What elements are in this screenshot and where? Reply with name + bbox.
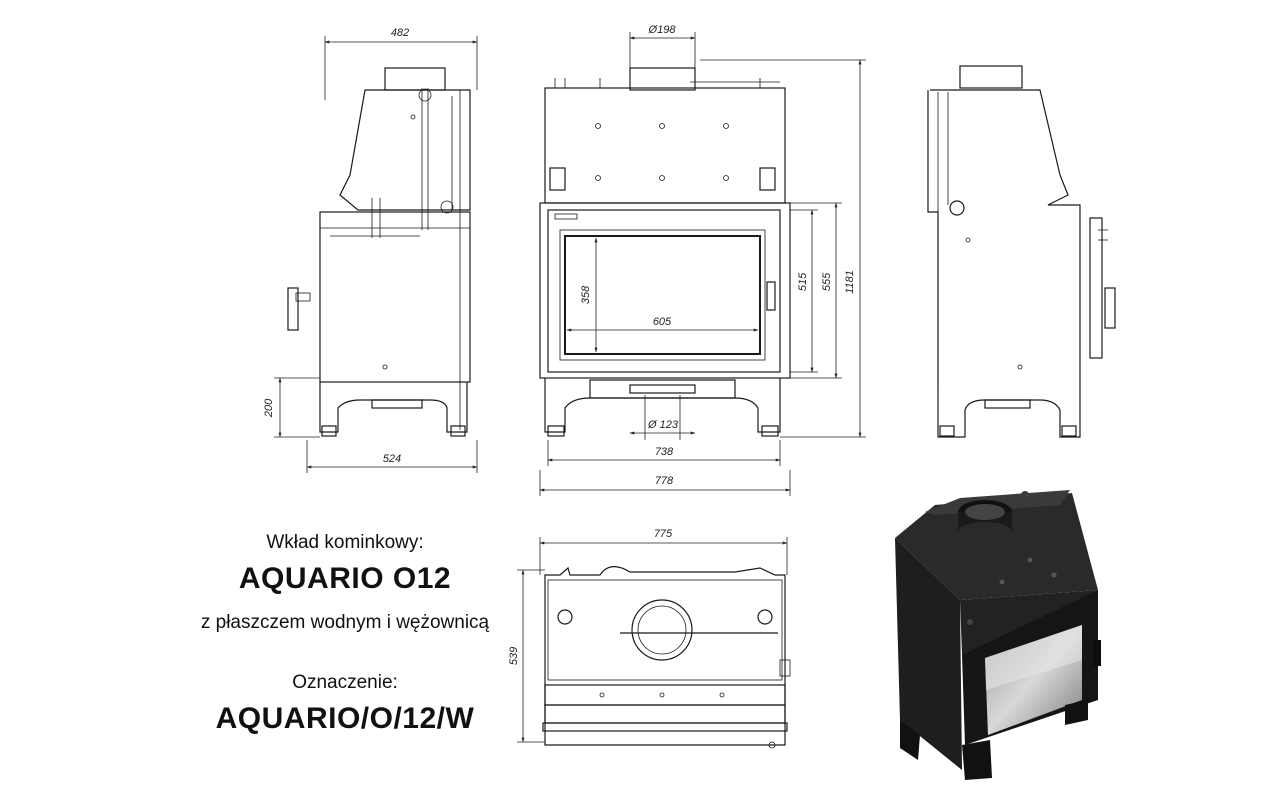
dim-glass-height: 358	[580, 237, 598, 353]
dim-total-width: 778	[539, 470, 791, 496]
caption-designation-code: AQUARIO/O/12/W	[215, 702, 475, 735]
dim-label: 200	[263, 398, 275, 418]
dim-label: 358	[580, 285, 592, 304]
caption-description: z płaszczem wodnym i wężownicą	[200, 612, 490, 633]
dim-label: 775	[654, 528, 673, 540]
dim-air-inlet: Ø 123	[629, 395, 696, 440]
caption-product-type: Wkład kominkowy:	[266, 532, 424, 553]
dim-label: Ø198	[648, 24, 677, 36]
dim-glass-width: 605	[566, 316, 759, 332]
dim-label: 515	[797, 272, 809, 291]
dim-side-leg-height: 200	[263, 377, 320, 438]
dim-label: 482	[391, 27, 409, 39]
dim-door-height-inner: 515	[790, 209, 818, 373]
front-view	[539, 67, 791, 437]
dim-label: 1181	[844, 270, 856, 294]
dim-door-height-outer: 555	[790, 202, 842, 379]
dim-label: 555	[821, 272, 833, 291]
dim-label: 605	[653, 316, 672, 328]
product-3d-render	[895, 490, 1101, 780]
dim-side-width: 482	[324, 27, 478, 100]
dim-side-base-width: 524	[306, 440, 478, 473]
dim-top-width: 775	[539, 528, 788, 575]
side-view-right	[927, 65, 1116, 438]
dim-label: Ø 123	[647, 419, 679, 431]
dim-flue-diameter: Ø198	[629, 24, 696, 68]
dim-label: 738	[655, 446, 674, 458]
dim-top-depth: 539	[508, 569, 545, 743]
side-view-left	[287, 67, 471, 437]
dim-label: 524	[383, 453, 401, 465]
dim-label: 778	[655, 475, 674, 487]
dim-label: 539	[508, 647, 520, 665]
dim-total-height: 1181	[700, 59, 866, 438]
top-view	[542, 566, 791, 749]
dim-base-width-inner: 738	[547, 440, 781, 466]
bolt-dots	[595, 123, 729, 181]
caption-designation-label: Oznaczenie:	[292, 672, 398, 693]
caption-model-name: AQUARIO O12	[238, 562, 452, 595]
